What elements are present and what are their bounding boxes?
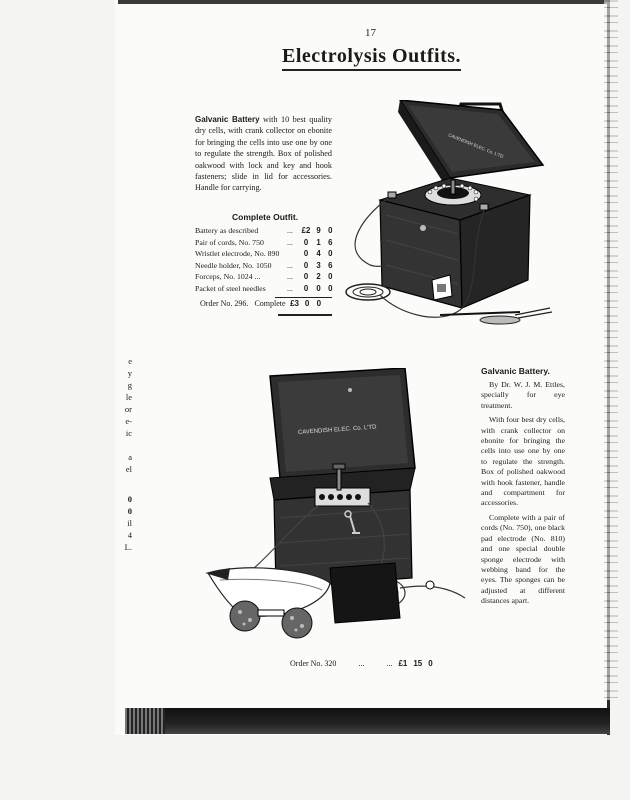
pence: 0 xyxy=(328,272,333,282)
page-number: 17 xyxy=(365,27,376,39)
shillings: 4 xyxy=(316,249,321,259)
pounds: 0 xyxy=(303,249,309,259)
pence: 0 xyxy=(428,659,433,668)
item-label: Battery as described xyxy=(195,226,259,235)
pence: 0 xyxy=(328,249,333,259)
pounds: 0 xyxy=(303,260,309,270)
outfit1-description-text: with 10 best quality dry cells, with cra… xyxy=(195,115,333,193)
order-complete-label: Complete xyxy=(254,299,286,308)
outfit2-title: Galvanic Battery. xyxy=(481,366,550,376)
shillings: 0 xyxy=(316,283,321,293)
pounds: 0 xyxy=(303,272,309,282)
outfit1-order-line: Order No. 296. Complete £3 0 0 xyxy=(200,299,325,308)
page-title: Electrolysis Outfits. xyxy=(282,44,462,71)
shillings: 1 xyxy=(316,237,321,247)
shillings: 9 xyxy=(316,226,321,235)
item-label: Wristlet electrode, No. 890 xyxy=(195,249,280,259)
outfit1-table-title: Complete Outfit. xyxy=(232,212,299,222)
item-label: Pair of cords, No. 750 xyxy=(195,237,264,247)
outfit2-lid-label: CAVENDISH ELEC. Co. L'TD xyxy=(298,424,378,436)
total-double-rule xyxy=(278,314,332,316)
outfit2-description: By Dr. W. J. M. Ettles, specially for ey… xyxy=(481,380,565,611)
outfit2-paragraph: Complete with a pair of cords (No. 750),… xyxy=(481,512,565,606)
outfit2-paragraph: By Dr. W. J. M. Ettles, specially for ey… xyxy=(481,380,565,410)
total-rule xyxy=(275,297,332,298)
shillings: 3 xyxy=(316,260,321,270)
pounds: £3 xyxy=(290,299,299,308)
pence: 0 xyxy=(328,226,333,235)
pence: 0 xyxy=(328,283,333,293)
pounds: 0 xyxy=(303,237,309,247)
shillings: 15 xyxy=(413,659,423,668)
eye-battery-illustration: CAVENDISH ELEC. Co. L'TD xyxy=(205,368,466,639)
pounds: 0 xyxy=(303,283,309,293)
pence: 6 xyxy=(328,260,333,270)
item-label: Packet of steel needles xyxy=(195,283,266,293)
battery-outfit-illustration: CAVENDISH ELEC. Co. L'TD xyxy=(345,100,553,325)
adjacent-page-fragments: e y g le or e- ic a el 0 0 il 4 L. xyxy=(124,356,132,552)
pounds: £2 xyxy=(301,226,311,235)
scan-top-edge xyxy=(118,0,608,4)
scan-bottom-band xyxy=(125,708,610,734)
outfit1-lead: Galvanic Battery xyxy=(195,115,260,124)
shillings: 2 xyxy=(316,272,321,282)
pence: 6 xyxy=(328,237,333,247)
order-number: Order No. 320 xyxy=(290,659,337,668)
item-label: Needle holder, No. 1050 xyxy=(195,260,272,270)
outfit2-paragraph: With four best dry cells, with crank col… xyxy=(481,415,565,508)
scan-right-edge xyxy=(604,0,618,700)
outfit1-description: Galvanic Battery with 10 best quality dr… xyxy=(195,114,332,194)
order-number: Order No. 296. xyxy=(200,299,249,308)
pence: 0 xyxy=(316,299,322,308)
pounds: £1 xyxy=(398,659,408,668)
shillings: 0 xyxy=(304,299,310,308)
item-label: Forceps, No. 1024 ... xyxy=(195,272,261,282)
